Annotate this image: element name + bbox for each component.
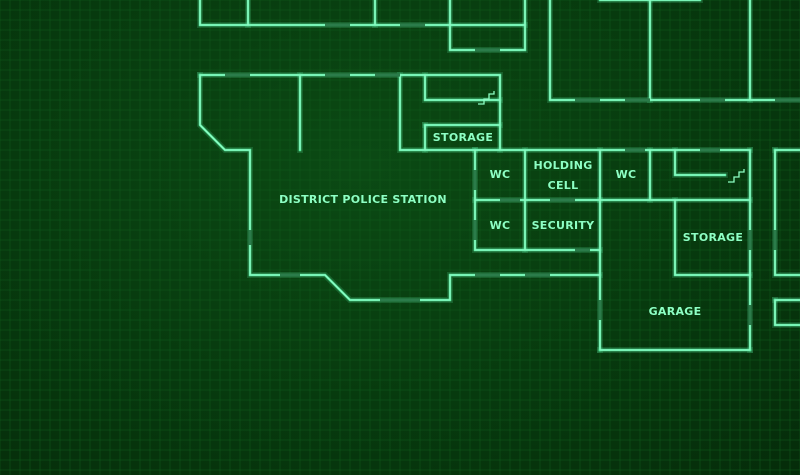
wall-segment — [399, 75, 475, 151]
wall-segment — [773, 298, 800, 327]
room-label-storage-top: STORAGE — [433, 131, 493, 144]
room-label-garage: GARAGE — [649, 305, 702, 318]
room-label-police-station: DISTRICT POLICE STATION — [279, 193, 447, 206]
wall-segment — [774, 300, 800, 326]
wall-segment — [774, 150, 800, 276]
room-label-holding-cell-line2: CELL — [548, 179, 579, 192]
room-label-wc-2: WC — [616, 168, 637, 181]
window-segments — [225, 23, 800, 325]
room-label-holding-cell: HOLDING — [533, 159, 592, 172]
wall-segment — [424, 75, 500, 101]
room-label-wc-1: WC — [490, 168, 511, 181]
room-label-wc-3: WC — [490, 219, 511, 232]
stairs-icon — [728, 169, 745, 183]
wall-segment — [772, 297, 800, 328]
wall-segment — [772, 147, 800, 278]
room-label-security: SECURITY — [532, 219, 596, 232]
room-label-storage-right: STORAGE — [683, 231, 743, 244]
wall-segment — [674, 150, 725, 176]
wall-segment — [674, 200, 750, 276]
wall-segment — [773, 148, 800, 277]
stairs-icon — [478, 91, 495, 105]
